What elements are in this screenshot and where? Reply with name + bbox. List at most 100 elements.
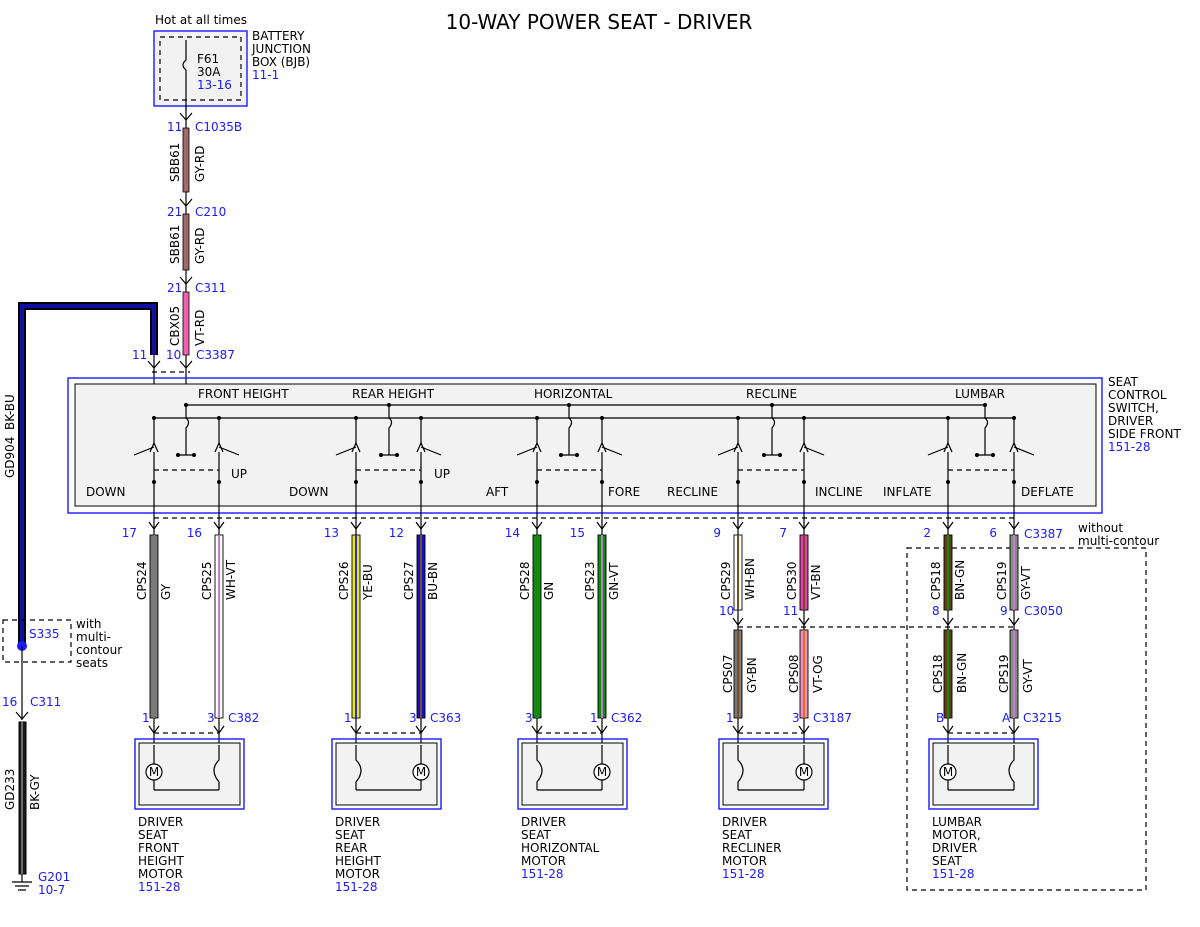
wire-color-cps29: WH-BN (743, 558, 757, 600)
switch-contact-9 (927, 446, 949, 456)
motor-ref: 151-28 (521, 867, 564, 881)
switch-name-2: CONTROL (1108, 388, 1167, 402)
motor-name-line: DRIVER (932, 841, 977, 855)
lumbar-lower-pin-1: 8 (932, 604, 940, 618)
bjb-name-3: BOX (BJB) (252, 55, 310, 69)
dir-incline: INCLINE (815, 485, 863, 499)
motor-name-line: REAR (335, 841, 367, 855)
motor-name-line: RECLINER (722, 841, 781, 855)
wire-pin-6: 6 (989, 526, 997, 540)
ground-pin: 16 (2, 695, 17, 709)
wire-color-cps24: GY (159, 583, 173, 600)
motor-name-line: HORIZONTAL (521, 841, 600, 855)
wire-color-cps27: BU-BN (426, 562, 440, 600)
switch-name-1: SEAT (1108, 375, 1138, 389)
feed-circuit-2: SBB61 (168, 225, 182, 264)
wire-pin-14: 14 (505, 526, 520, 540)
lumbar-lower-connector: C3050 (1024, 604, 1063, 618)
wire-color-cps28: GN (542, 582, 556, 600)
motor-pin: B (936, 711, 944, 725)
feed-circuit-1: SBB61 (168, 143, 182, 182)
wire-pin-12: 12 (389, 526, 404, 540)
motor-ref: 151-28 (932, 867, 975, 881)
svg-text:M: M (597, 765, 607, 779)
dir-inflate: INFLATE (883, 485, 932, 499)
section-horizontal: HORIZONTAL (534, 387, 613, 401)
lumbar-lower-color-2: GY-VT (1021, 659, 1035, 693)
motor-name-line: SEAT (722, 828, 752, 842)
splice-note-3: contour (76, 643, 122, 657)
recline-lower-color-2: VT-OG (811, 655, 825, 693)
motor-name-line: SEAT (138, 828, 168, 842)
splice-note-4: seats (76, 656, 108, 670)
switch-ground-pin: 11 (132, 348, 147, 362)
section-rear-height: REAR HEIGHT (352, 387, 435, 401)
motor-ref: 151-28 (722, 867, 765, 881)
wire-circuit-cps29: CPS29 (719, 561, 733, 600)
switch-contact-5 (516, 446, 538, 456)
wire-circuit-cps30: CPS30 (785, 561, 799, 600)
motor-pin: 3 (409, 711, 417, 725)
without-multicontour-box (906, 547, 1147, 891)
recline-lower-pin-2: 11 (783, 604, 798, 618)
feed-color-2: GY-RD (193, 227, 207, 264)
wire-circuit-cps26: CPS26 (337, 561, 351, 600)
ground-upper-circuit: GD904 (3, 437, 17, 478)
motor-name-line: FRONT (138, 841, 180, 855)
switch-contact-4 (420, 446, 442, 456)
switch-contact-10 (1013, 446, 1035, 456)
switch-name-4: DRIVER (1108, 414, 1153, 428)
motor-name-line: LUMBAR (932, 815, 982, 829)
motor-connector: C3187 (813, 711, 852, 725)
motor-name-line: MOTOR, (932, 828, 981, 842)
feed-wire-1 (182, 127, 190, 193)
wire-pin-2: 2 (923, 526, 931, 540)
feed-color-3: VT-RD (193, 310, 207, 346)
lumbar-lower-color-1: BN-GN (955, 653, 969, 693)
lumbar-lower-circuit-2: CPS19 (997, 654, 1011, 693)
feed-color-1: GY-RD (193, 145, 207, 182)
splice-name: S335 (29, 627, 60, 641)
dir-aft: AFT (486, 485, 509, 499)
wire-circuit-cps28: CPS28 (518, 561, 532, 600)
bjb-name-ref: 11-1 (252, 68, 279, 82)
switch-internals (133, 403, 1035, 518)
switch-bottom-connector: C3387 (1024, 527, 1063, 541)
without-note-2: multi-contour (1078, 534, 1159, 548)
motor-pin: 1 (344, 711, 352, 725)
section-front-height: FRONT HEIGHT (198, 387, 289, 401)
svg-text:M: M (943, 765, 953, 779)
splice-box (2, 619, 72, 663)
feed-connector-1: C1035B (195, 120, 242, 134)
ground-connector: C311 (30, 695, 61, 709)
splice-note-2: multi- (76, 630, 111, 644)
hot-at-all-times-label: Hot at all times (155, 13, 247, 27)
dir-fore: FORE (608, 485, 640, 499)
switch-name-5: SIDE FRONT (1108, 427, 1181, 441)
bjb-inner-dashed (159, 36, 242, 101)
motor-name-line: MOTOR (521, 854, 566, 868)
dir-recline: RECLINE (667, 485, 718, 499)
recline-lower-pin-1: 10 (719, 604, 734, 618)
motor-name-line: DRIVER (138, 815, 183, 829)
bjb-name-1: BATTERY (252, 29, 305, 43)
ground-symbol (12, 874, 32, 891)
ground-lower-color: BK-GY (28, 774, 42, 810)
wire-circuit-cps24: CPS24 (135, 561, 149, 600)
motor-name-line: DRIVER (722, 815, 767, 829)
page-title: 10-WAY POWER SEAT - DRIVER (446, 10, 753, 34)
fuse-amps: 30A (197, 65, 221, 79)
motor-name-line: DRIVER (335, 815, 380, 829)
motor-pin: 1 (142, 711, 150, 725)
motor-name-line: MOTOR (722, 854, 767, 868)
dir-down-2: DOWN (289, 485, 329, 499)
switch-contact-7 (717, 446, 739, 456)
motor-connector: C382 (228, 711, 259, 725)
switch-name-3: SWITCH, (1108, 401, 1159, 415)
motor-connector: C3215 (1023, 711, 1062, 725)
feed-pin-1: 11 (167, 120, 182, 134)
feed-wire-2 (182, 213, 190, 271)
